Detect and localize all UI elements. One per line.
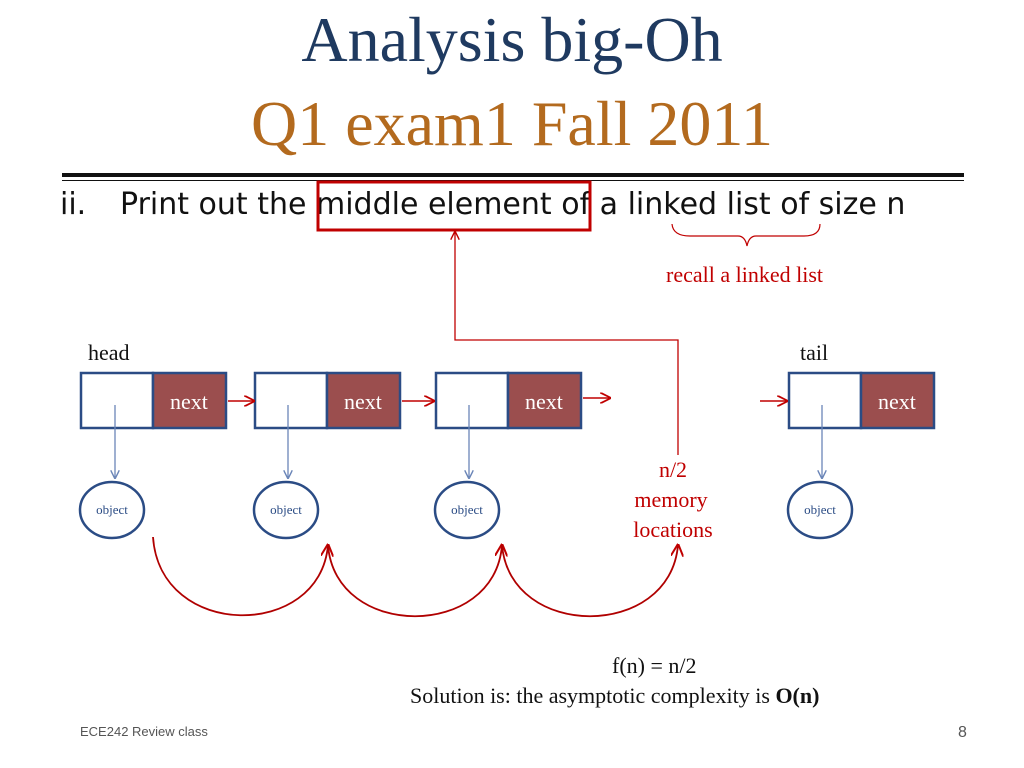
object-label-2: object	[270, 502, 302, 517]
solution-text: Solution is: the asymptotic complexity i…	[410, 683, 819, 709]
object-label-1: object	[96, 502, 128, 517]
list-node-2: next	[253, 371, 402, 430]
node-4-next-label: next	[878, 389, 916, 414]
footer-text: ECE242 Review class	[80, 724, 208, 739]
node-2-data-cell	[253, 371, 329, 430]
node-4-next-cell	[859, 371, 936, 430]
formula: f(n) = n/2	[612, 653, 697, 678]
object-label-3: object	[451, 502, 483, 517]
object-node-2	[252, 480, 320, 540]
object-node-4	[786, 480, 854, 540]
pointer-to-middle-element	[455, 232, 679, 455]
recall-linked-list-note: recall a linked list	[666, 262, 823, 287]
object-node-3	[433, 480, 501, 540]
list-node-1: next	[79, 371, 228, 430]
head-label: head	[88, 340, 130, 365]
middle-element-highlight-box	[316, 180, 592, 232]
node-3-data-cell	[434, 371, 510, 430]
node-1-next-cell	[151, 371, 228, 430]
object-node-1	[78, 480, 146, 540]
object-label-4: object	[804, 502, 836, 517]
traversal-curve-1	[152, 536, 328, 617]
node-1-next-label: next	[170, 389, 208, 414]
memory-note-line-3: locations	[633, 517, 713, 542]
memory-note-line-2: memory	[634, 487, 708, 512]
page-number: 8	[958, 724, 967, 741]
node-2-next-cell	[325, 371, 402, 430]
question-number: ii.	[60, 187, 87, 222]
traversal-curve-2	[327, 545, 502, 617]
list-node-3: next	[434, 371, 583, 430]
question-highlight: middle element	[315, 187, 552, 222]
question-part1: Print out the	[120, 187, 316, 222]
list-node-tail: next	[787, 371, 936, 430]
solution-prefix: Solution is: the asymptotic complexity i…	[410, 683, 776, 708]
traversal-curve-3	[501, 545, 678, 617]
question-text: ii.Print out the middle element of a lin…	[60, 187, 905, 222]
title-divider-thick	[62, 173, 964, 177]
solution-complexity: O(n)	[775, 683, 820, 708]
slide-subtitle: Q1 exam1 Fall 2011	[251, 88, 773, 159]
memory-note-line-1: n/2	[658, 457, 688, 482]
tail-label: tail	[800, 340, 829, 365]
linked-list-brace	[671, 223, 821, 247]
question-part3: of size n	[770, 187, 906, 222]
question-linked-list: linked list	[627, 187, 771, 222]
node-3-next-cell	[506, 371, 583, 430]
node-1-data-cell	[79, 371, 155, 430]
slide-title: Analysis big-Oh	[301, 4, 723, 75]
node-3-next-label: next	[525, 389, 563, 414]
node-2-next-label: next	[344, 389, 382, 414]
node-4-data-cell	[787, 371, 863, 430]
